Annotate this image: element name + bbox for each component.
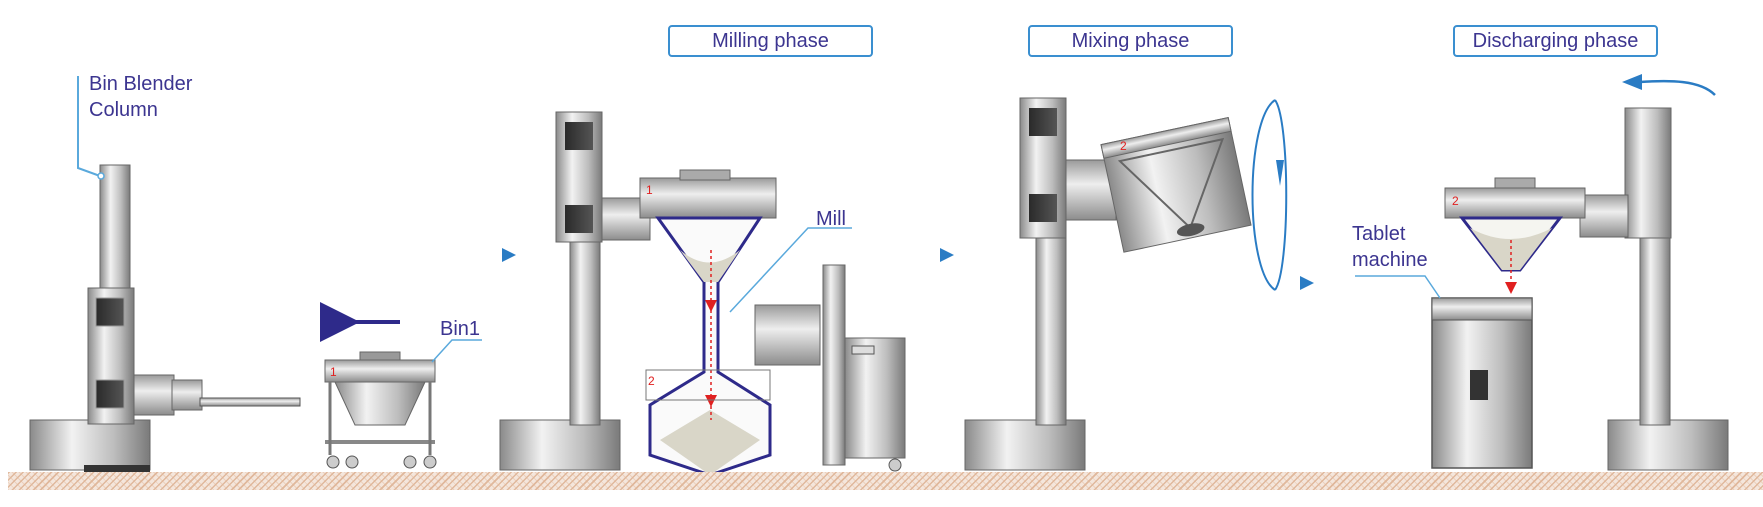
tablet-machine bbox=[1431, 297, 1533, 469]
next-step-arrow-2 bbox=[940, 248, 954, 262]
bin-number-label: 2 bbox=[1452, 194, 1459, 208]
bin1-ibc bbox=[324, 351, 437, 469]
bin-blender-column-4 bbox=[1579, 107, 1729, 471]
bin1-callout: Bin1 bbox=[440, 318, 481, 340]
column-callout-line1: Bin Blender bbox=[89, 73, 193, 95]
return-arrowhead bbox=[1622, 74, 1642, 90]
mixing-phase-label: Mixing phase bbox=[1028, 25, 1233, 57]
tablet-callout-line2: machine bbox=[1352, 249, 1428, 271]
bin2-discharging bbox=[1444, 177, 1586, 294]
column-callout-line2: Column bbox=[89, 99, 158, 121]
bin1-upper-milling bbox=[639, 169, 777, 477]
bin1-leader-line bbox=[431, 339, 482, 363]
bin-blender-column-2 bbox=[499, 111, 651, 471]
rotation-arrowhead bbox=[1276, 160, 1284, 186]
mill-callout: Mill bbox=[816, 208, 846, 230]
bin-number-label: 1 bbox=[330, 365, 337, 379]
mill-leader-line bbox=[729, 227, 852, 313]
next-step-arrow-1 bbox=[502, 248, 516, 262]
return-arrow-line bbox=[1639, 79, 1716, 96]
bin2-rotating bbox=[1100, 116, 1252, 253]
tablet-machine-callout: Tablet machine bbox=[1352, 221, 1428, 273]
next-step-arrow-3 bbox=[1300, 276, 1314, 290]
mill-unit bbox=[754, 264, 906, 472]
bin-blender-column-1 bbox=[29, 164, 301, 473]
bin-number-label: 2 bbox=[648, 374, 655, 388]
milling-phase-label: Milling phase bbox=[668, 25, 873, 57]
bin-number-label: 1 bbox=[646, 183, 653, 197]
bin-number-label: 2 bbox=[1120, 139, 1127, 153]
rotation-arc-right bbox=[1274, 99, 1288, 291]
floor bbox=[8, 472, 1763, 490]
column-callout: Bin Blender Column bbox=[89, 71, 192, 123]
rotation-arc-left bbox=[1251, 99, 1276, 291]
discharging-phase-label: Discharging phase bbox=[1453, 25, 1658, 57]
bin-blender-column-3 bbox=[964, 97, 1117, 471]
tablet-callout-line1: Tablet bbox=[1352, 223, 1406, 245]
column-leader-line bbox=[77, 76, 101, 177]
tablet-leader-line bbox=[1355, 275, 1441, 299]
